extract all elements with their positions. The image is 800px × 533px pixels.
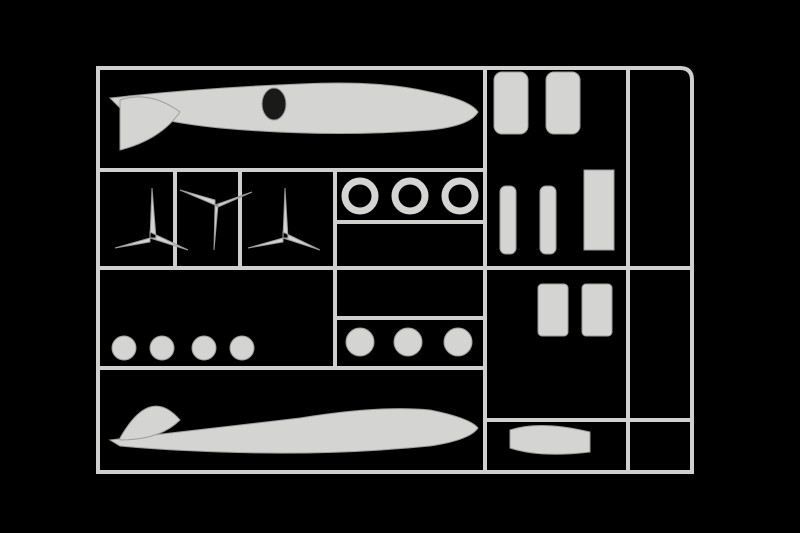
propellers — [114, 187, 321, 251]
engine-cowlings — [341, 177, 479, 215]
sprue-frame — [96, 66, 694, 474]
wing-panel-2 — [545, 71, 581, 135]
floor-panel — [583, 169, 615, 251]
radial-engines — [345, 327, 473, 357]
seat-2 — [581, 283, 613, 337]
tail-fin-bottom — [119, 405, 181, 441]
canopy-part — [509, 425, 591, 455]
wheels — [111, 335, 255, 361]
strut-2 — [539, 185, 557, 255]
strut-1 — [499, 185, 517, 255]
seat-1 — [537, 283, 569, 337]
tail-fin-top — [119, 96, 181, 151]
fuselage-bottom — [108, 408, 479, 454]
cockpit-opening — [261, 87, 287, 121]
wing-panel-1 — [493, 71, 529, 135]
fuselage-top — [108, 82, 479, 135]
kit-parts — [108, 71, 615, 455]
